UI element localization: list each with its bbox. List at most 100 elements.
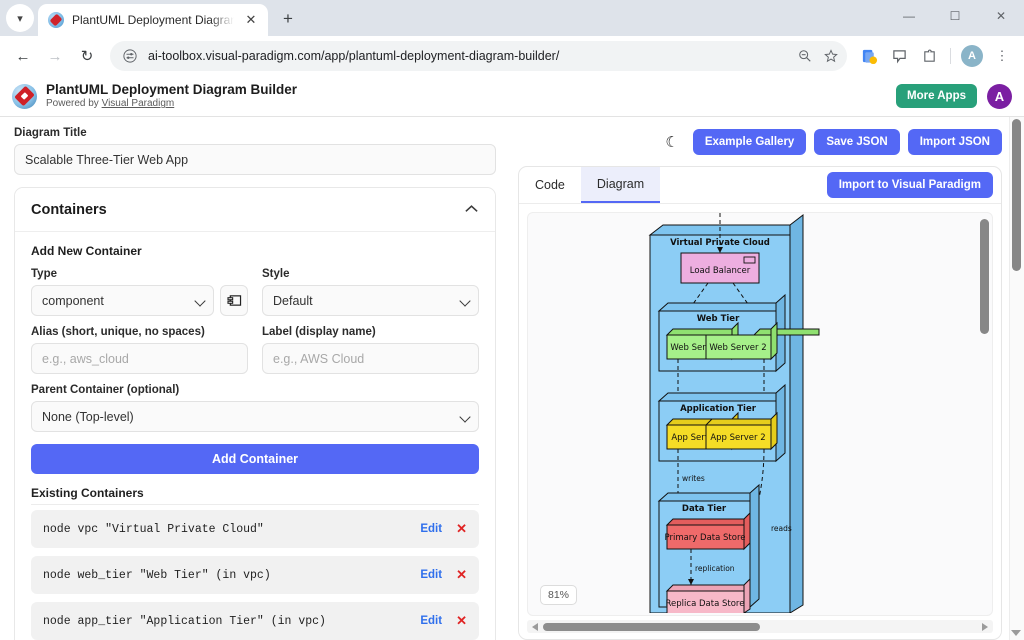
list-item[interactable]: node app_tier "Application Tier" (in vpc… [31,602,479,640]
alias-label: Alias (short, unique, no spaces) [31,326,205,338]
display-label-label: Label (display name) [262,326,376,338]
omnibox[interactable]: ai-toolbox.visual-paradigm.com/app/plant… [110,41,847,71]
deployment-diagram: Virtual Private Cloud Load Balancer Web … [648,213,820,613]
style-field: Style Default [262,268,479,316]
import-json-button[interactable]: Import JSON [907,129,1002,155]
favicon-icon [48,12,64,28]
extensions-puzzle-icon[interactable] [915,42,943,70]
diagram-title-input[interactable] [14,144,496,175]
preview-card: Code Diagram Import to Visual Paradigm 8… [518,166,1002,640]
node-label-replica-data-store: Replica Data Store [666,599,745,609]
horizontal-scroll-thumb[interactable] [543,622,760,631]
kebab-menu-icon[interactable]: ⋮ [995,48,1009,63]
edit-link[interactable]: Edit [420,615,443,627]
delete-x-icon[interactable]: ✕ [456,567,467,582]
list-item[interactable]: node web_tier "Web Tier" (in vpc) Edit ✕ [31,556,479,594]
user-avatar[interactable]: A [987,83,1012,109]
add-new-container-heading: Add New Container [31,244,142,258]
bookmark-star-icon[interactable] [823,48,839,64]
node-label-load-balancer: Load Balancer [690,266,751,276]
style-select[interactable]: Default [262,285,479,316]
import-to-visual-paradigm-button[interactable]: Import to Visual Paradigm [826,172,993,198]
uml-component-icon-button[interactable] [220,285,248,316]
browser-toolbar: ← → ↻ ai-toolbox.visual-paradigm.com/app… [0,36,1024,76]
canvas-horizontal-scrollbar[interactable] [527,620,993,633]
profile-avatar[interactable]: A [958,42,986,70]
maximize-button[interactable]: ☐ [949,9,961,23]
site-settings-tune-icon[interactable] [122,48,138,64]
powered-by-text: Powered by Visual Paradigm [46,97,297,110]
chevron-up-icon[interactable] [464,203,479,217]
tab-search-chevron-down-icon[interactable]: ▾ [6,4,34,32]
page-scroll-thumb[interactable] [1012,119,1021,271]
powered-by-prefix: Powered by [46,98,102,110]
alias-label-row: Alias (short, unique, no spaces) Label (… [31,326,479,374]
toolbar-divider [950,48,951,64]
display-label-input[interactable] [262,343,479,374]
tab-code[interactable]: Code [535,178,565,192]
edit-link[interactable]: Edit [420,523,443,535]
parent-field: Parent Container (optional) None (Top-le… [31,384,479,432]
window-controls: — ☐ ✕ [886,0,1024,32]
close-window-button[interactable]: ✕ [995,9,1007,23]
containers-card: Containers Add New Container Type compon… [14,187,496,640]
moon-icon[interactable]: ☾ [665,134,679,151]
browser-tab-strip: ▾ PlantUML Deployment Diagram ✕ + — ☐ ✕ [0,0,1024,36]
preview-tabs: Code Diagram Import to Visual Paradigm [519,167,1001,204]
add-container-button[interactable]: Add Container [31,444,479,474]
alias-input[interactable] [31,343,248,374]
node-label-data-tier: Data Tier [682,504,727,514]
containers-card-body: Add New Container Type component [15,232,495,640]
type-select[interactable]: component [31,285,214,316]
builder-form-panel: Diagram Title Containers Add New Contain… [0,117,510,640]
zoom-level-badge: 81% [540,585,578,605]
example-gallery-button[interactable]: Example Gallery [692,129,807,155]
extension-badge-icon[interactable] [855,42,883,70]
container-code: node app_tier "Application Tier" (in vpc… [43,614,326,628]
app-header: PlantUML Deployment Diagram Builder Powe… [0,76,1024,117]
alias-field: Alias (short, unique, no spaces) [31,326,248,374]
scroll-right-arrow-icon[interactable] [982,622,988,631]
delete-x-icon[interactable]: ✕ [456,613,467,628]
style-label: Style [262,268,290,280]
parent-container-select[interactable]: None (Top-level) [31,401,479,432]
parent-container-label: Parent Container (optional) [31,384,180,396]
page-scrollbar[interactable] [1009,117,1024,640]
diagram-canvas[interactable]: 81% Virtual Private Cloud [527,212,993,616]
node-label-app-server-1: App Server 1 [671,433,726,443]
diagram-title-label: Diagram Title [14,127,87,139]
tab-close-icon[interactable]: ✕ [245,12,257,27]
more-apps-button[interactable]: More Apps [896,84,977,108]
page-scroll-down-arrow-icon[interactable] [1011,630,1021,636]
list-item[interactable]: node vpc "Virtual Private Cloud" Edit ✕ [31,510,479,548]
page-title: PlantUML Deployment Diagram Builder [46,81,298,97]
reload-button[interactable]: ↻ [80,48,94,65]
visual-paradigm-logo-icon [12,83,37,109]
zoom-out-icon[interactable] [797,48,813,64]
edit-link[interactable]: Edit [420,569,443,581]
comment-icon[interactable] [885,42,913,70]
node-label-web-server-2: Web Server 2 [709,343,766,353]
app-header-actions: More Apps A [896,83,1012,109]
preview-panel: ☾ Example Gallery Save JSON Import JSON … [510,117,1024,640]
node-label-app-server-2: App Server 2 [710,433,765,443]
minimize-button[interactable]: — [903,9,915,23]
node-label-primary-data-store: Primary Data Store [664,533,745,543]
containers-card-header[interactable]: Containers [15,188,495,232]
back-button[interactable]: ← [15,47,31,65]
forward-button[interactable]: → [47,47,63,65]
scroll-left-arrow-icon[interactable] [532,622,538,631]
new-tab-button[interactable]: + [283,9,293,28]
preview-toolbar: ☾ Example Gallery Save JSON Import JSON [518,127,1002,157]
type-field: Type component [31,268,248,316]
existing-containers-list: node vpc "Virtual Private Cloud" Edit ✕ … [31,504,479,640]
tab-diagram[interactable]: Diagram [580,167,661,203]
save-json-button[interactable]: Save JSON [814,129,900,155]
browser-tab[interactable]: PlantUML Deployment Diagram ✕ [38,4,268,36]
edge-label-writes: writes [682,474,705,483]
canvas-vertical-scrollbar[interactable] [980,219,989,334]
visual-paradigm-link[interactable]: Visual Paradigm [101,98,175,110]
delete-x-icon[interactable]: ✕ [456,521,467,536]
edge-label-replication: replication [695,564,735,573]
url-text: ai-toolbox.visual-paradigm.com/app/plant… [148,49,560,63]
